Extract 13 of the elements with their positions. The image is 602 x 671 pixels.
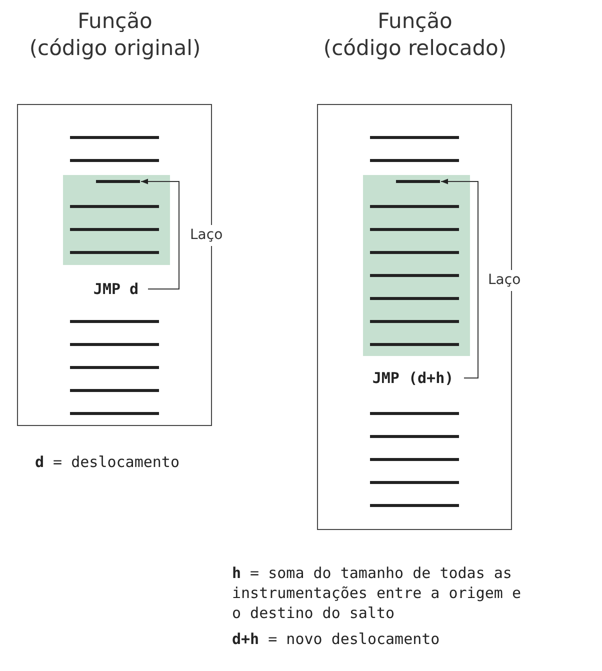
jump-instruction: JMP d (93, 278, 139, 300)
loop-arrow (440, 178, 478, 378)
code-line (396, 180, 440, 183)
loop-arrow (140, 178, 180, 290)
note-text: d+h = novo deslocamento (232, 629, 441, 649)
note-text: d = deslocamento (35, 452, 180, 472)
edge-label: Laço (486, 270, 523, 291)
code-line (96, 180, 140, 183)
edge-label: Laço (188, 225, 225, 246)
note-text: h = soma do tamanho de todas as instrumentações entre a origem e o destino do salto (232, 563, 522, 623)
function-heading: Função (código relocado) (322, 8, 508, 62)
function-heading: Função (código original) (28, 8, 202, 62)
jump-instruction: JMP (d+h) (372, 368, 454, 389)
